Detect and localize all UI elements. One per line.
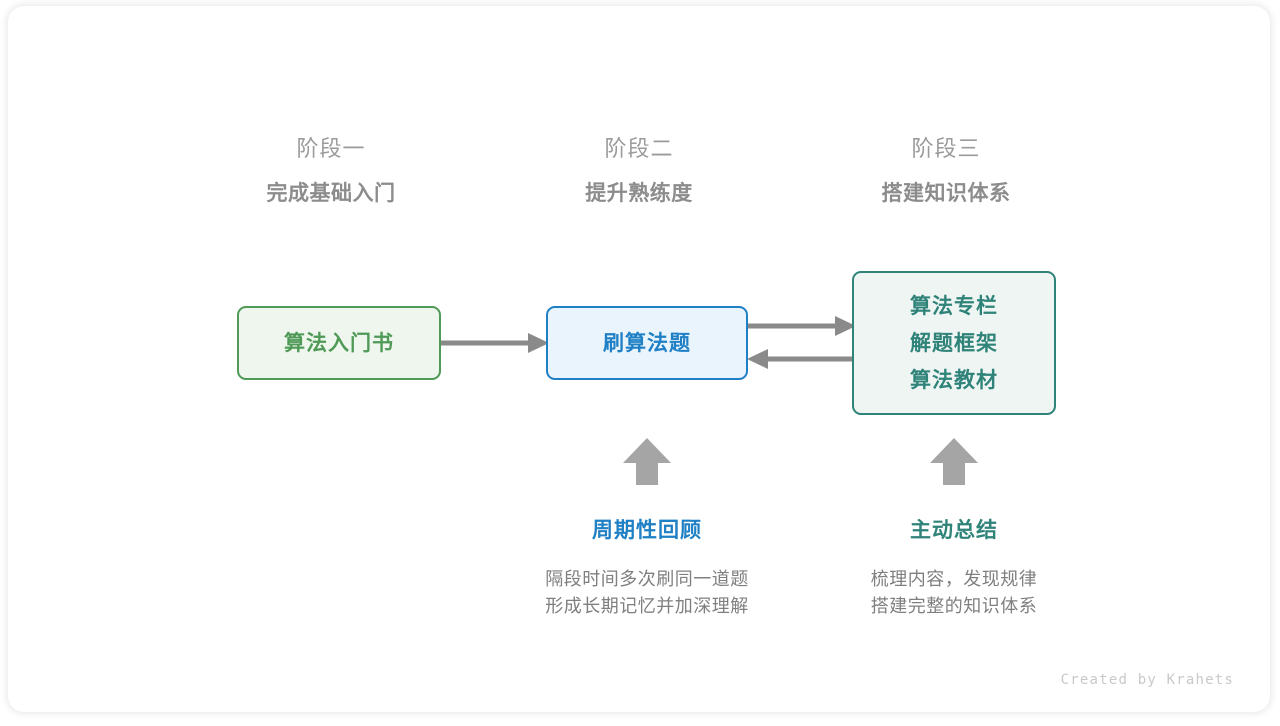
note-desc-line: 梳理内容，发现规律 (870, 569, 1038, 589)
arrow-review-up (623, 438, 671, 485)
note-title: 周期性回顾 (592, 519, 702, 542)
arrow-summary-up (930, 438, 978, 485)
stage-title: 阶段一 (296, 136, 366, 161)
stage-subtitle: 提升熟练度 (585, 182, 693, 205)
stage-title: 阶段三 (911, 136, 981, 161)
arrow-practice-to-resources (748, 316, 856, 336)
note-periodic-review: 周期性回顾 隔段时间多次刷同一道题 形成长期记忆并加深理解 (497, 516, 797, 620)
diagram-card: 阶段一 完成基础入门 阶段二 提升熟练度 阶段三 搭建知识体系 (8, 6, 1270, 712)
stage-header-3: 阶段三 搭建知识体系 (816, 134, 1076, 209)
note-title: 主动总结 (910, 519, 998, 542)
node-algorithm-intro-book[interactable]: 算法入门书 (237, 306, 441, 380)
note-desc-line: 隔段时间多次刷同一道题 (545, 569, 749, 589)
node-line: 算法专栏 (910, 294, 998, 318)
node-practice-problems[interactable]: 刷算法题 (546, 306, 748, 380)
arrow-book-to-practice (439, 333, 549, 353)
node-line: 解题框架 (910, 331, 998, 355)
node-line: 刷算法题 (603, 331, 691, 355)
stage-subtitle: 搭建知识体系 (881, 182, 1011, 205)
stage-subtitle: 完成基础入门 (266, 182, 396, 205)
node-line: 算法教材 (910, 368, 998, 392)
node-line: 算法入门书 (284, 331, 394, 355)
stage-header-1: 阶段一 完成基础入门 (201, 134, 461, 209)
stage-title: 阶段二 (604, 136, 674, 161)
arrow-resources-to-practice (747, 349, 854, 369)
credit-text: Created by Krahets (1060, 672, 1234, 688)
stage-header-2: 阶段二 提升熟练度 (509, 134, 769, 209)
note-desc-line: 搭建完整的知识体系 (870, 596, 1038, 616)
node-learning-resources[interactable]: 算法专栏 解题框架 算法教材 (852, 271, 1056, 415)
note-active-summary: 主动总结 梳理内容，发现规律 搭建完整的知识体系 (804, 516, 1104, 620)
note-desc-line: 形成长期记忆并加深理解 (545, 596, 749, 616)
